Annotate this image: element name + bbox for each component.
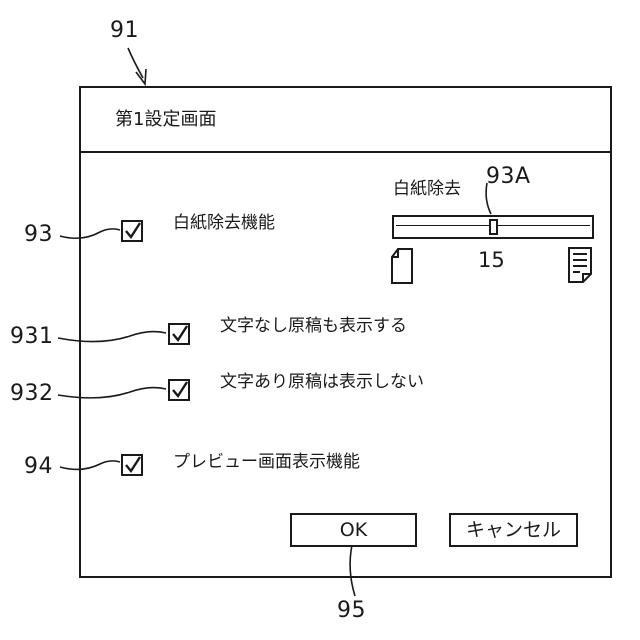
white-removal-checkbox[interactable]: [121, 220, 143, 242]
slider-title: 白紙除去: [393, 179, 461, 199]
white-removal-slider[interactable]: [392, 215, 594, 239]
slider-value: 15: [478, 250, 505, 270]
show-text-checkbox[interactable]: [168, 379, 190, 401]
ref-91: 91: [110, 20, 139, 42]
ok-button[interactable]: OK: [290, 513, 417, 547]
checkmark-icon: [124, 222, 142, 240]
show-no-text-label: 文字なし原稿も表示する: [220, 316, 407, 336]
checkmark-icon: [171, 381, 189, 399]
preview-label: プレビュー画面表示機能: [173, 452, 360, 472]
ref-94: 94: [24, 456, 53, 478]
window-title: 第1設定画面: [115, 110, 216, 130]
show-text-label: 文字あり原稿は表示しない: [220, 372, 424, 392]
show-no-text-checkbox[interactable]: [168, 323, 190, 345]
arrowhead-91: [136, 69, 146, 84]
ref-931: 931: [10, 326, 54, 348]
ref-932: 932: [10, 383, 54, 405]
checkmark-icon: [124, 456, 142, 474]
preview-checkbox[interactable]: [121, 454, 143, 476]
text-page-icon: [567, 246, 593, 284]
ref-95: 95: [337, 600, 366, 622]
slider-thumb[interactable]: [489, 219, 498, 235]
cancel-button[interactable]: キャンセル: [449, 513, 578, 547]
blank-page-icon: [390, 248, 414, 284]
title-bar: 第1設定画面: [81, 88, 610, 153]
settings-window: 第1設定画面 白紙除去機能 白紙除去 15 文字なし原稿も表示する: [79, 86, 612, 578]
white-removal-label: 白紙除去機能: [173, 213, 275, 233]
checkmark-icon: [171, 325, 189, 343]
leader-91: [128, 48, 143, 78]
ref-93: 93: [24, 224, 53, 246]
